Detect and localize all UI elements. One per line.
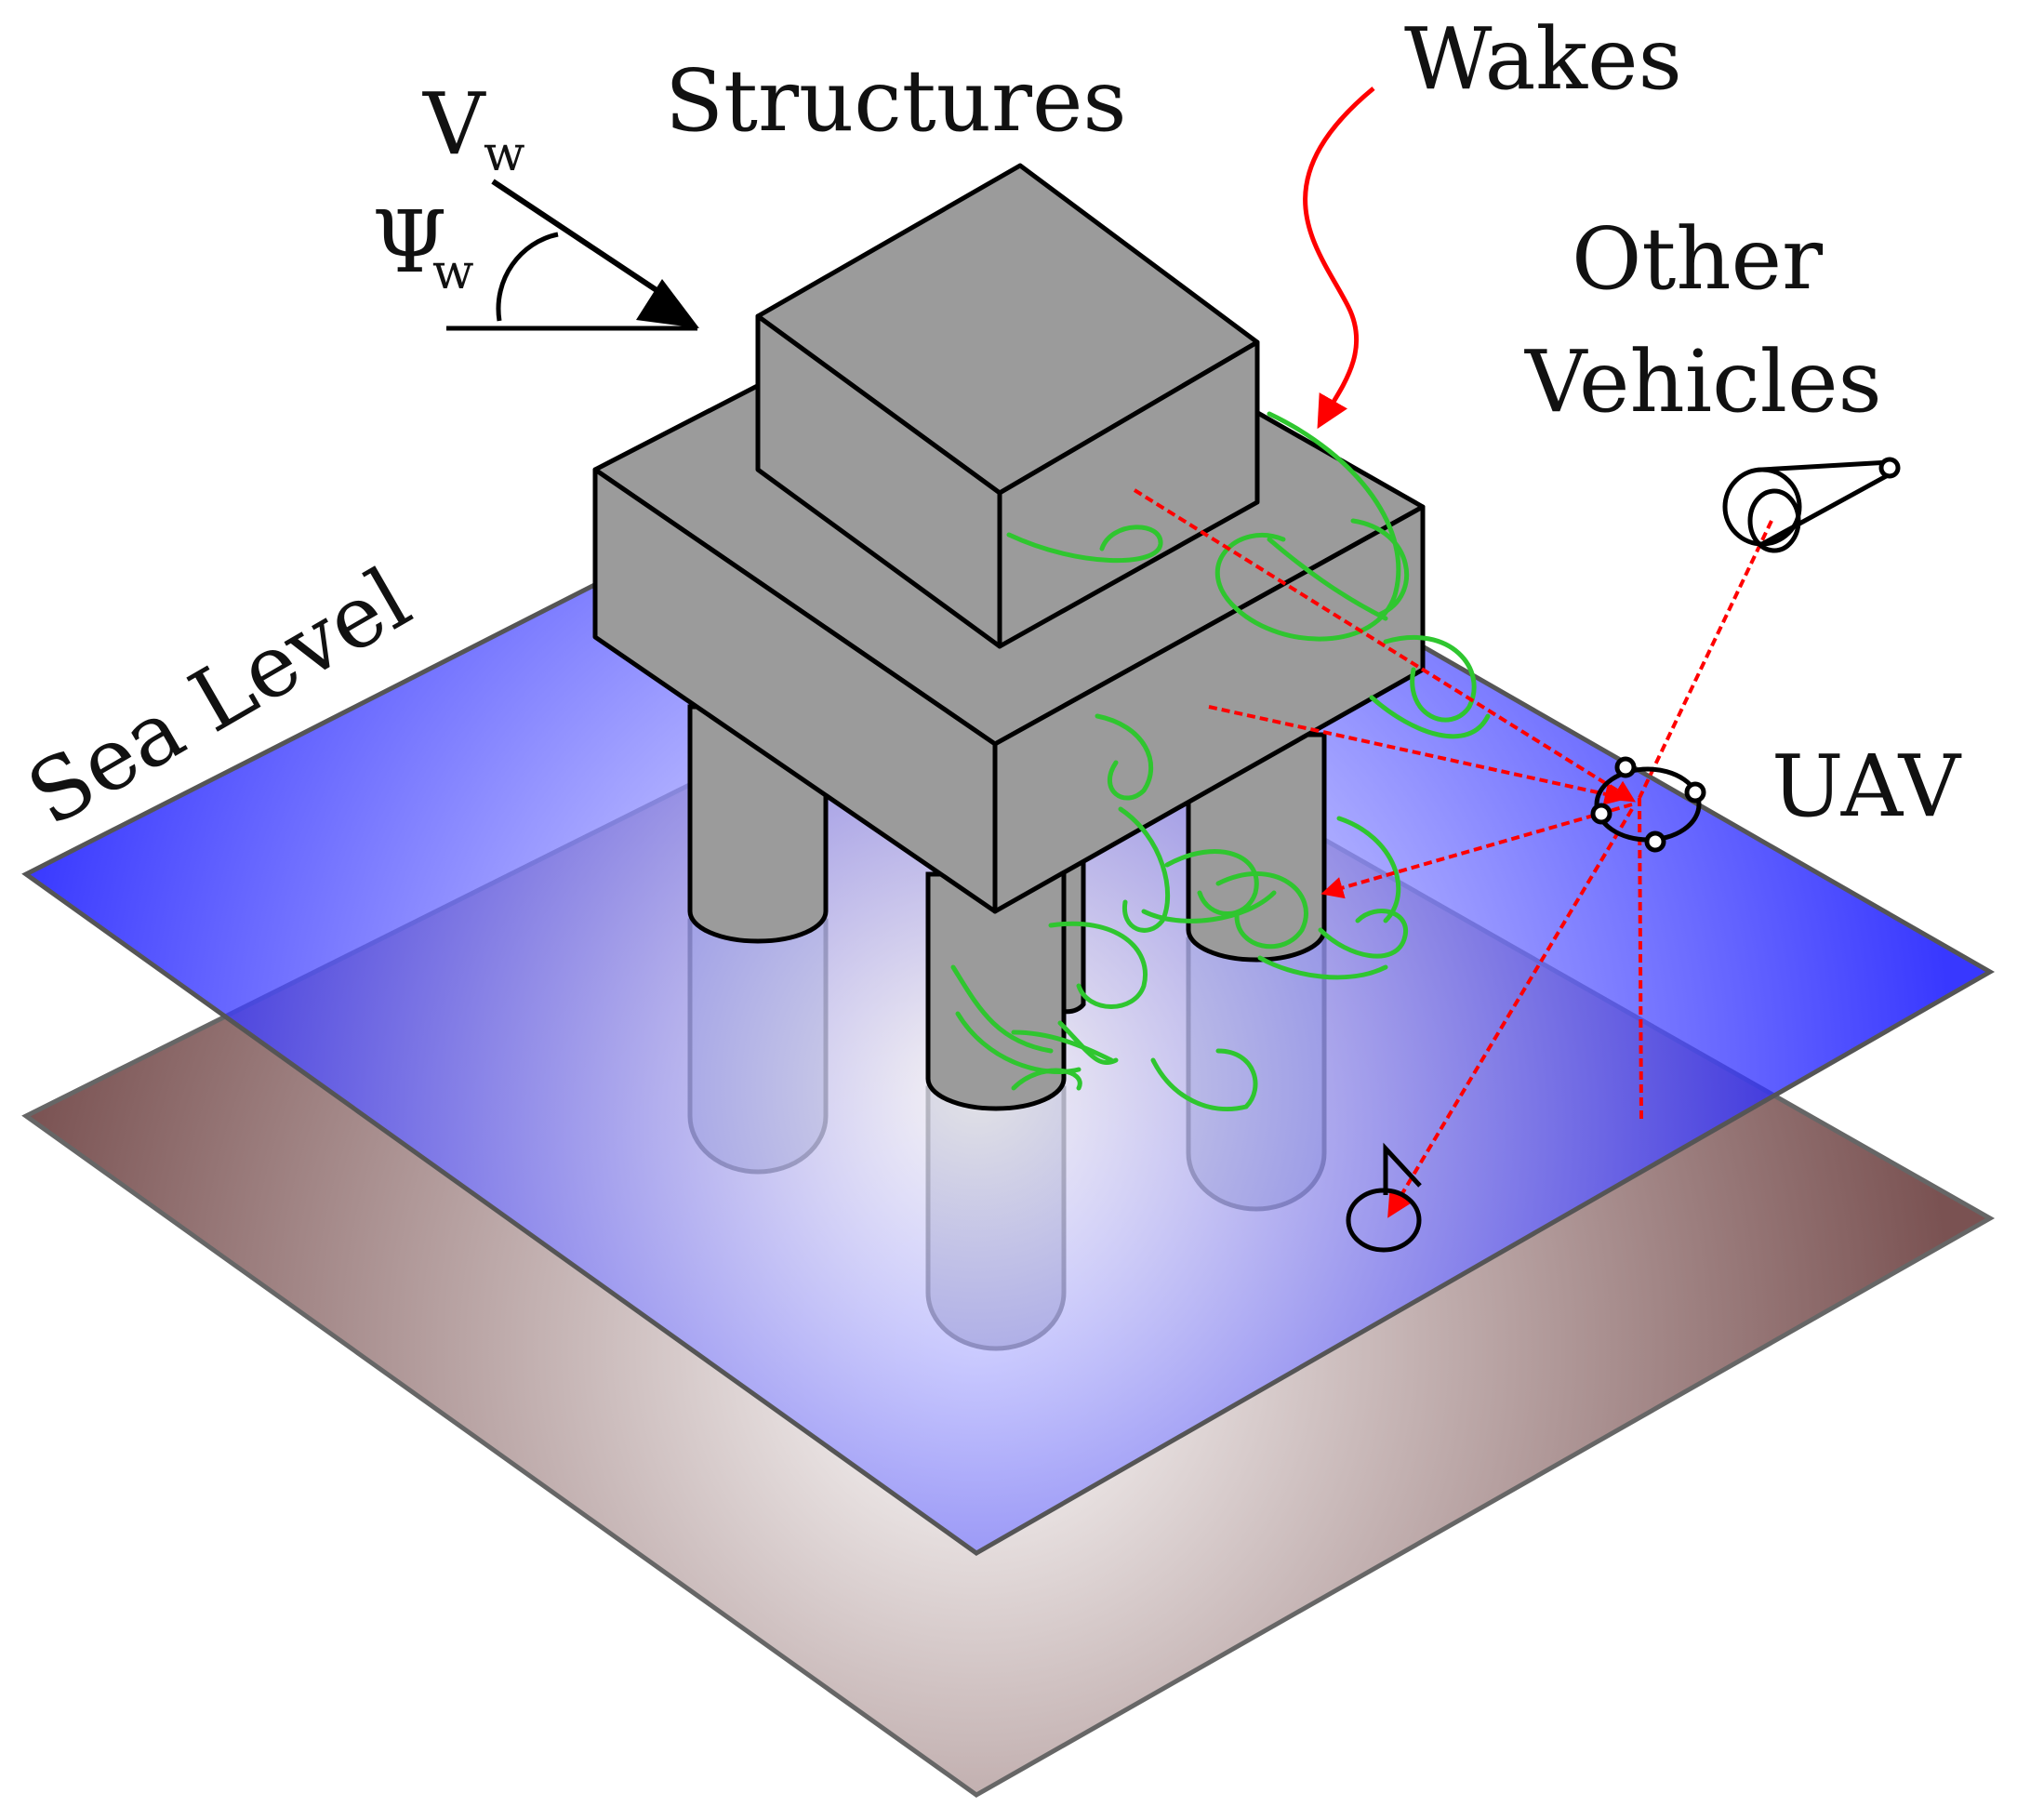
wind-annotation [446,179,699,331]
upper-deck-right [997,339,1260,649]
boat-icon [1346,1142,1422,1253]
arrow-icon [491,179,667,299]
sensor-rays [1133,488,1773,1218]
other-vehicles-label-line1: Other [1572,209,1823,309]
wake-curves [950,411,1491,1112]
wind-angle-arc [496,232,559,322]
upper-legs [687,704,1327,1111]
wakes-label: Wakes [1404,9,1682,109]
wind-angle-symbol: Ψ [372,193,447,292]
leg-front-upper [925,871,1067,1111]
upper-deck [755,163,1260,649]
wind-speed-subscript: w [484,126,525,182]
wakes-pointer-arrow [1303,86,1375,430]
quadrotor-icon [1590,756,1706,853]
other-vehicles-label-line2: Vehicles [1524,332,1882,432]
wind-angle-subscript: w [432,245,474,300]
wind-speed-symbol: V [422,74,486,174]
wind-arrowhead [636,279,699,328]
fixed-wing-icon [1722,457,1901,553]
uav-label: UAV [1772,737,1962,836]
structures-label: Structures [665,51,1127,151]
